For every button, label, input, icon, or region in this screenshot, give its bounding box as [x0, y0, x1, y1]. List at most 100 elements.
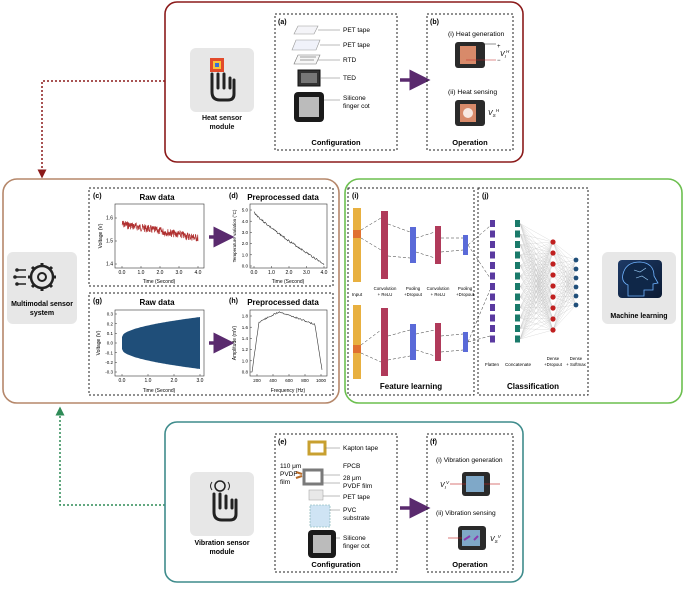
dense-edge — [519, 275, 554, 309]
hand-vibration-icon — [210, 480, 238, 522]
heat-op-gen: (i) Heat generation — [448, 31, 505, 38]
dense-edge — [519, 223, 554, 298]
dense-edge — [519, 307, 554, 309]
vib-icon-tile — [190, 472, 254, 536]
layer-conv1-b: + ReLU — [378, 292, 393, 297]
dense-edge — [552, 263, 577, 306]
dense-edge — [519, 296, 554, 308]
plot-h-x-tick-label: 800 — [301, 378, 309, 383]
plot-d-xlabel: Time (Second) — [272, 279, 305, 285]
vib-pvdf110-c: film — [280, 479, 290, 486]
dense-edge — [519, 307, 554, 340]
dense-edge — [519, 244, 554, 276]
dense-edge — [519, 285, 554, 298]
ml-panel: (i) Feature learning Input Convolution +… — [344, 178, 683, 404]
vib-op-sense: (ii) Vibration sensing — [436, 510, 496, 517]
vib-part-pvc: PVC — [343, 507, 357, 514]
plot-g-ylabel: Voltage (V) — [96, 330, 102, 355]
dense-edge — [519, 296, 554, 331]
layer-pool2-b: +Dropout — [456, 292, 475, 297]
plot-c-y-tick-label: 1.4 — [106, 262, 113, 268]
vib-part-kapton: Kapton tape — [343, 445, 378, 452]
dense-edge — [519, 307, 554, 320]
dense1-node — [550, 283, 556, 289]
dense-edge — [519, 241, 554, 256]
dense2-node — [573, 284, 579, 290]
plot-h-ylabel: Amplitude (mV) — [232, 325, 238, 360]
vib-sense-device — [448, 526, 486, 550]
feature-label: (i) — [352, 193, 359, 200]
flatten-link — [467, 225, 491, 246]
layer-pool2-a: Pooling — [458, 286, 473, 291]
feature-title: Feature learning — [380, 382, 442, 391]
dense-edge — [519, 241, 554, 277]
dense-edge — [519, 252, 554, 277]
dense-network — [467, 220, 579, 343]
dense-edge — [552, 259, 577, 265]
dense-edge — [519, 275, 554, 298]
heat-module-title-1: Heat sensor — [202, 115, 242, 122]
vib-sense-voltage: VSV — [490, 534, 502, 544]
plot-g-x-tick-label: 1.0 — [145, 378, 152, 384]
multimodal-border — [2, 178, 340, 404]
feature-learning-box — [347, 187, 475, 396]
dense-edge — [552, 252, 577, 297]
concat-unit — [515, 230, 520, 238]
plot-c-trace — [121, 220, 199, 242]
dense-edge — [519, 252, 554, 329]
vib-pvdf110-b: PVDF — [280, 471, 297, 478]
plot-d-curve — [253, 211, 325, 266]
heat-config-box — [274, 13, 398, 151]
cnn-bottom-branch — [353, 305, 468, 379]
vib-to-system-link — [55, 406, 165, 506]
plot-d-x-tick-label: 1.0 — [268, 270, 275, 276]
dense-edge — [519, 286, 554, 331]
dense1-node — [550, 261, 556, 267]
plot-h-x-tick-label: 600 — [285, 378, 293, 383]
dense-edge — [552, 277, 577, 309]
heat-gen-voltage: VIH — [500, 49, 510, 59]
plot-g-y-tick-label: 0.1 — [107, 331, 114, 336]
concat-unit — [515, 220, 520, 227]
dense-edge — [519, 223, 554, 331]
vib-op-box — [426, 433, 514, 573]
concat-unit — [515, 335, 520, 343]
dense-edge — [519, 223, 554, 265]
plot-g-y-tick-label: -0.2 — [105, 360, 113, 365]
plot-h-y-tick-label: 1.4 — [242, 336, 249, 341]
classification-box — [477, 187, 589, 396]
heat-gen-plus: + — [497, 44, 501, 50]
vib-part-finger-cot: finger cot — [343, 543, 370, 550]
dense-edge — [552, 241, 577, 306]
heat-sense-device — [455, 100, 485, 126]
dense1-label-a: Dense — [547, 356, 560, 361]
dense-edge — [519, 274, 554, 287]
heat-op-sense: (ii) Heat sensing — [448, 89, 497, 96]
heat-config-layers — [291, 25, 324, 122]
flatten-unit — [490, 304, 495, 311]
plot-g-label: (g) — [93, 298, 102, 305]
plot-h-title: Preprocessed data — [247, 298, 319, 307]
dense-edge — [519, 307, 554, 319]
dense-edge — [519, 263, 554, 340]
dense-edge — [552, 295, 577, 298]
plot-c-ylabel: Voltage (V) — [98, 223, 104, 248]
classification-title: Classification — [507, 382, 559, 391]
dense-edge — [519, 233, 554, 331]
dense-edge — [519, 274, 554, 319]
dense-edge — [519, 263, 554, 266]
classification-label: (j) — [482, 193, 489, 200]
layer-conv1-a: Convolution — [374, 286, 397, 291]
vib-part-pet-tape: PET tape — [343, 494, 370, 501]
dense-edge — [519, 275, 554, 287]
dense-edge — [552, 285, 577, 288]
heat-config-label: (a) — [278, 19, 287, 26]
plot-h-label: (h) — [229, 298, 238, 305]
dense-edge — [519, 274, 554, 277]
plot-d-y-tick-label: 3.0 — [242, 230, 249, 235]
vib-config-layers — [295, 440, 336, 558]
dense-edge — [552, 259, 577, 331]
layer-conv2-b: + ReLU — [431, 292, 446, 297]
dense-edge — [552, 268, 577, 298]
